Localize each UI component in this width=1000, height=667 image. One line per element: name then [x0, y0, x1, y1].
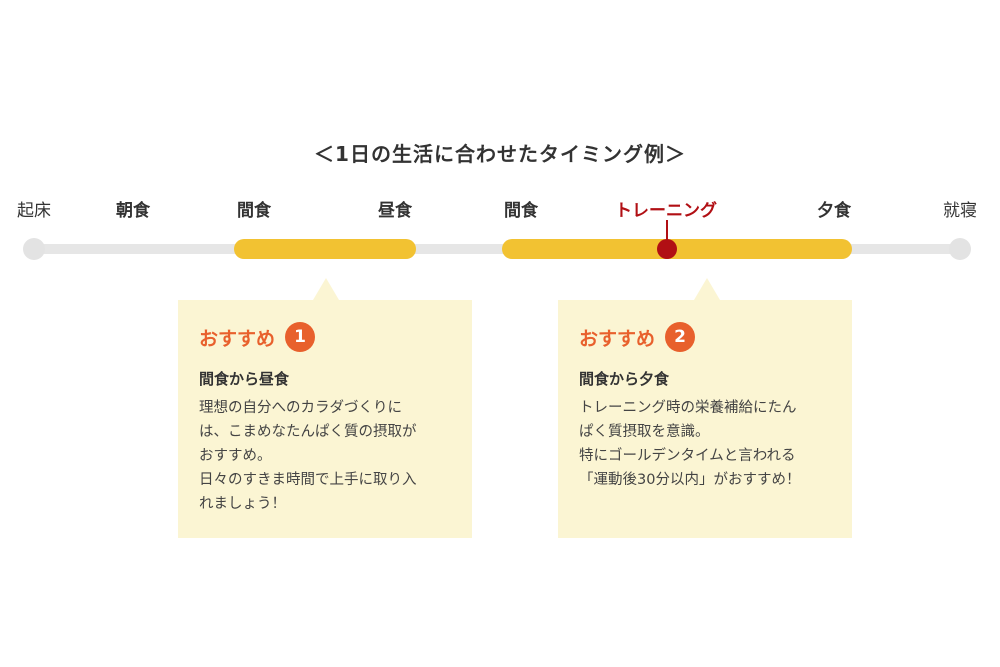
card-pointer [313, 278, 339, 300]
card-header: おすすめ 2 [579, 322, 696, 352]
training-marker-line [666, 220, 668, 248]
label-wake-up: 起床 [17, 201, 51, 221]
timeline-end-dot [949, 238, 971, 260]
body-line: 理想の自分へのカラダづくりに [199, 400, 402, 416]
label-snack-2: 間食 [504, 201, 538, 221]
card-body: トレーニング時の栄養補給にたん ぱく質摂取を意識。 特にゴールデンタイムと言われ… [579, 396, 834, 492]
card-subtitle: 間食から夕食 [579, 370, 670, 388]
recommend-label: おすすめ [579, 327, 656, 350]
timeline-start-dot [23, 238, 45, 260]
label-breakfast: 朝食 [116, 201, 150, 221]
body-line: トレーニング時の栄養補給にたん [579, 400, 797, 416]
diagram-title: ＜1日の生活に合わせたタイミング例＞ [314, 142, 686, 166]
body-line: 特にゴールデンタイムと言われる [579, 448, 796, 464]
body-line: ぱく質摂取を意識。 [579, 424, 710, 440]
card-header: おすすめ 1 [199, 322, 316, 352]
timeline-segment-snack-to-lunch [234, 239, 416, 259]
number-badge: 1 [285, 322, 316, 352]
body-line: れましょう！ [199, 496, 286, 512]
card-body: 理想の自分へのカラダづくりに は、こまめなたんぱく質の摂取が おすすめ。 日々の… [199, 396, 454, 516]
body-line: 「運動後30分以内」がおすすめ！ [579, 472, 801, 488]
label-bedtime: 就寝 [943, 201, 977, 221]
card-pointer [694, 278, 720, 300]
label-snack-1: 間食 [237, 201, 271, 221]
label-lunch: 昼食 [378, 201, 412, 221]
recommendation-card-1: おすすめ 1 間食から昼食 理想の自分へのカラダづくりに は、こまめなたんぱく質… [178, 278, 472, 538]
timeline-segment-snack-to-dinner [502, 239, 852, 259]
timeline-track [34, 244, 960, 254]
body-line: 日々のすきま時間で上手に取り入 [199, 472, 417, 488]
label-dinner: 夕食 [817, 201, 851, 221]
body-line: おすすめ。 [199, 448, 272, 464]
recommend-label: おすすめ [199, 327, 276, 350]
training-marker-dot [657, 239, 677, 259]
card-subtitle: 間食から昼食 [199, 370, 290, 388]
label-training: トレーニング [615, 201, 717, 221]
number-badge: 2 [665, 322, 696, 352]
recommendation-card-2: おすすめ 2 間食から夕食 トレーニング時の栄養補給にたん ぱく質摂取を意識。 … [558, 278, 852, 538]
body-line: は、こまめなたんぱく質の摂取が [199, 424, 417, 440]
